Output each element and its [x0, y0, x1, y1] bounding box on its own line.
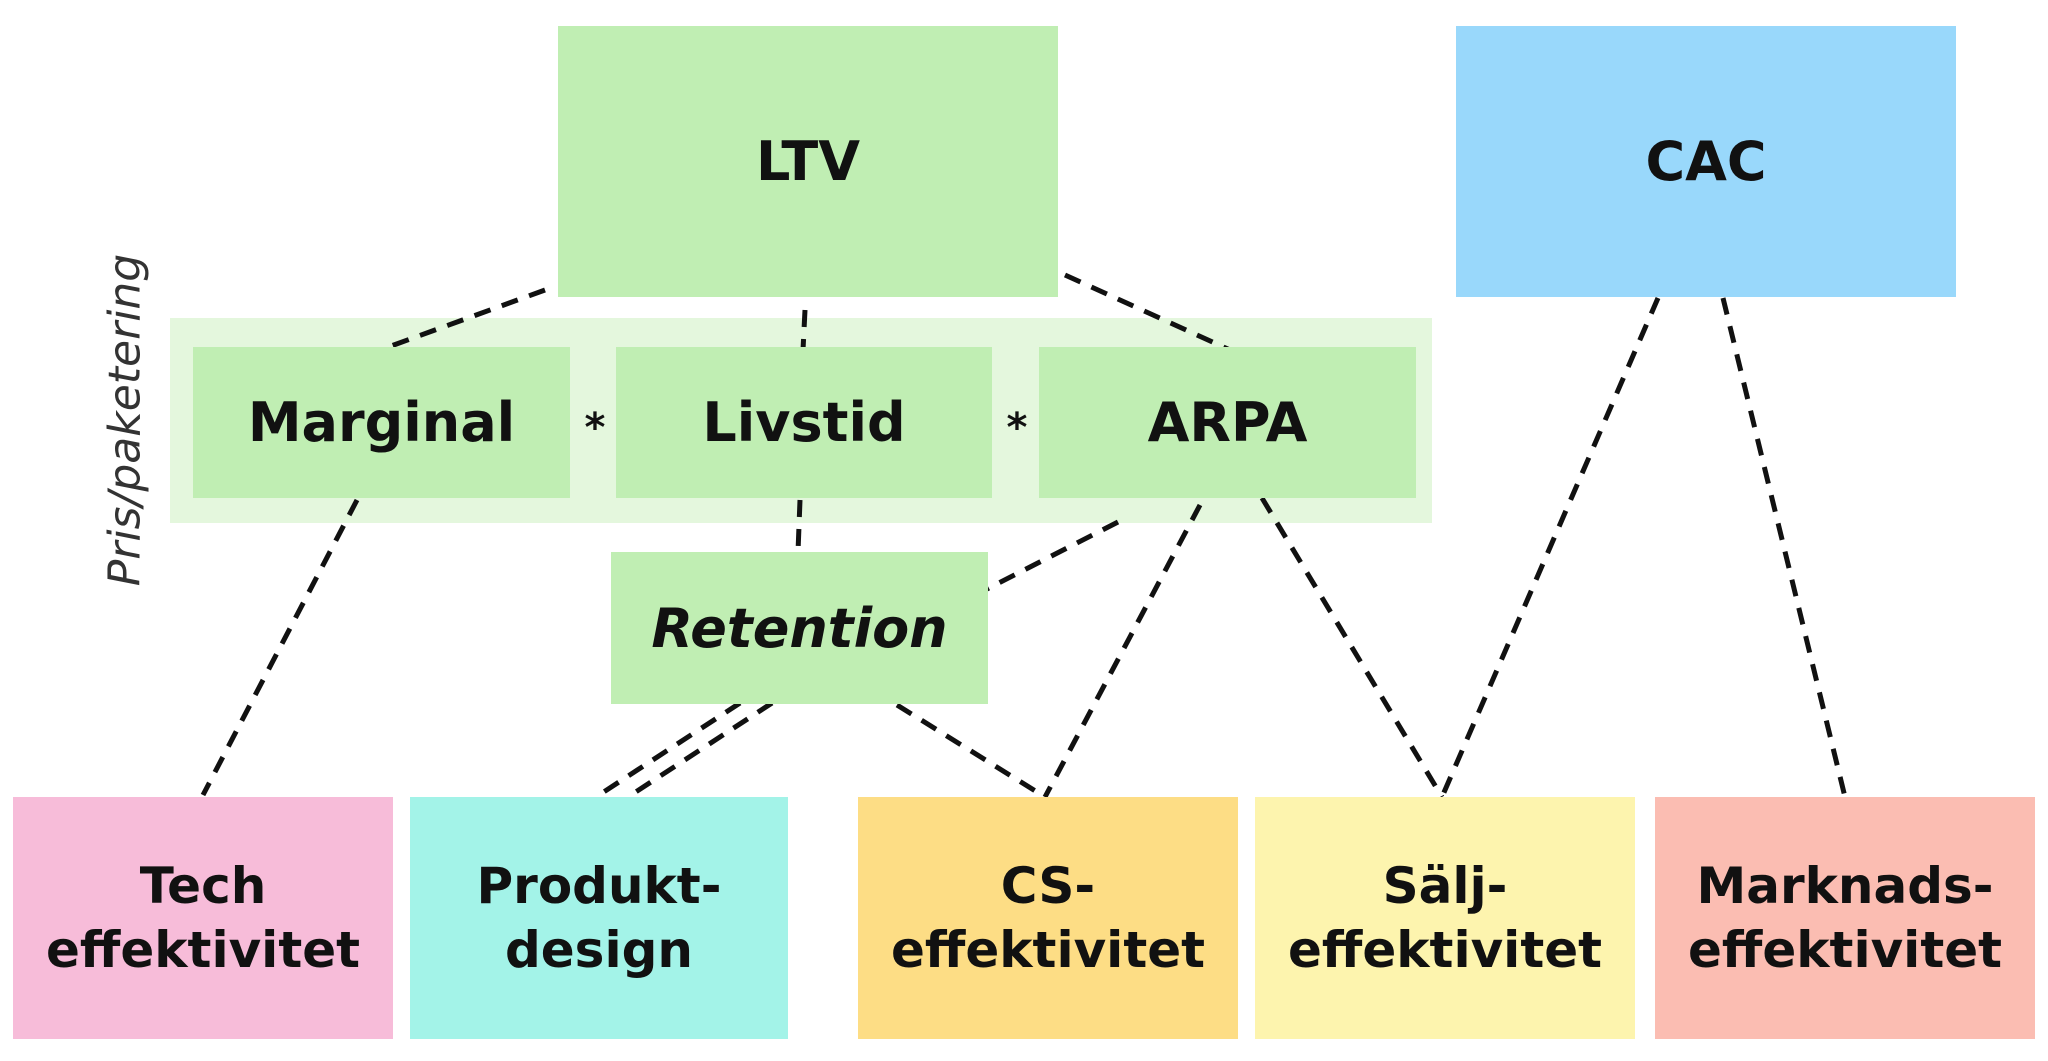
driver-cs-line2: effektivitet [890, 921, 1206, 979]
connector-retention-produkt-a [594, 700, 742, 800]
connector-retention-produkt-b [626, 700, 774, 800]
connector-ltv-marginal [379, 287, 546, 353]
driver-tech-line2: effektivitet [45, 921, 361, 979]
connector-arpa-retention [983, 519, 1120, 593]
livstid-label: Livstid [702, 391, 906, 454]
multiply-operator: * [1006, 405, 1028, 451]
connector-arpa-salj [1259, 496, 1445, 799]
cac-label: CAC [1645, 130, 1767, 193]
driver-marknad-box: Marknads- effektivitet [1655, 797, 2035, 1039]
marginal-box: Marginal [193, 347, 570, 498]
multiply-operator: * [584, 405, 606, 451]
driver-tech-box: Tech effektivitet [13, 797, 393, 1039]
retention-label: Retention [651, 596, 948, 660]
ltv-label: LTV [755, 130, 861, 193]
driver-produkt-line1: Produkt- [476, 857, 722, 915]
driver-tech-line1: Tech [139, 857, 267, 915]
driver-produkt-line2: design [504, 921, 693, 979]
driver-cs-box: CS- effektivitet [858, 797, 1238, 1039]
driver-produkt-box: Produkt- design [410, 797, 788, 1039]
driver-salj-line1: Sälj- [1382, 857, 1508, 915]
connector-livstid-retention [795, 499, 803, 553]
arpa-box: ARPA [1039, 347, 1416, 498]
arpa-label: ARPA [1147, 391, 1308, 454]
marginal-label: Marginal [247, 391, 516, 454]
retention-box: Retention [611, 552, 988, 704]
ltv-box: LTV [558, 26, 1058, 297]
cac-box: CAC [1456, 26, 1956, 297]
connector-cac-marknad [1720, 297, 1848, 798]
driver-salj-line2: effektivitet [1287, 921, 1603, 979]
driver-marknad-line2: effektivitet [1687, 921, 2003, 979]
driver-salj-box: Sälj- effektivitet [1255, 797, 1635, 1039]
connector-ltv-arpa [1063, 272, 1232, 353]
connector-retention-cs [895, 702, 1047, 800]
livstid-box: Livstid [616, 347, 992, 498]
driver-marknad-line1: Marknads- [1696, 857, 1994, 915]
driver-cs-line1: CS- [1000, 857, 1096, 915]
connector-ltv-livstid [800, 309, 808, 351]
connector-marginal-tech [200, 498, 360, 797]
connector-arpa-cs [1042, 503, 1203, 799]
connector-cac-salj [1439, 297, 1661, 798]
